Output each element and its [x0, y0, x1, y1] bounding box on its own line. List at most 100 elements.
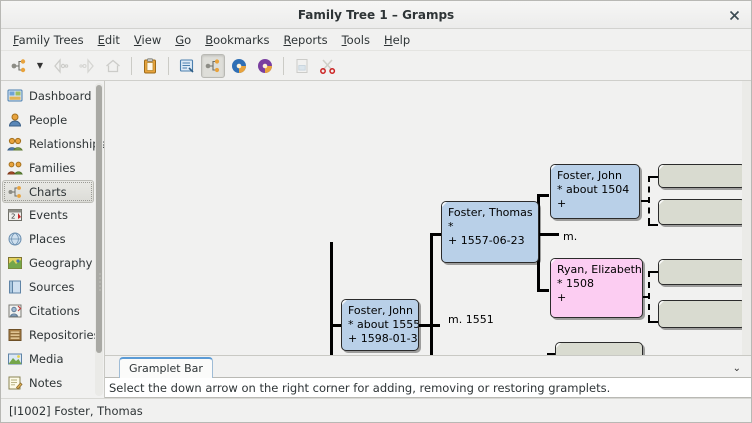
sidebar-item-citations[interactable]: Citations: [1, 299, 94, 323]
person-name: Foster, Thomas: [448, 206, 533, 219]
sidebar-item-sources[interactable]: Sources: [1, 275, 94, 299]
person-birth: * about 1504: [557, 183, 630, 196]
menu-reports-accel: R: [283, 32, 291, 47]
canvas-vertical-scrollbar[interactable]: [742, 81, 751, 355]
empty-node-1[interactable]: [658, 164, 746, 188]
places-icon: [7, 231, 23, 247]
sidebar-label-relationships: Relationships: [29, 137, 105, 151]
navigation-sidebar: Dashboard People Relationships: [1, 81, 105, 398]
menu-reports[interactable]: Reports: [283, 32, 328, 47]
sidebar-label-people: People: [29, 113, 68, 127]
empty-node-4[interactable]: [658, 300, 746, 328]
back-arrow-icon[interactable]: [49, 54, 73, 78]
descendant-chart-icon[interactable]: [201, 53, 225, 78]
person-death: + 1557-06-23: [448, 234, 525, 247]
sidebar-item-places[interactable]: Places: [1, 227, 94, 251]
sidebar-item-people[interactable]: People: [1, 108, 94, 132]
empty-node-3[interactable]: [658, 259, 746, 285]
connector-root-vertical: [330, 242, 333, 355]
sidebar-item-relationships[interactable]: Relationships: [1, 132, 104, 156]
dashed-connector-n4-top: [648, 176, 658, 178]
menu-tools[interactable]: Tools: [341, 32, 370, 47]
person-birth: *: [448, 220, 454, 233]
events-icon: 2: [7, 207, 23, 223]
dashed-connector-n5-bottom: [648, 321, 658, 323]
person-name: Foster, John: [348, 304, 413, 317]
window-title: Family Tree 1 – Gramps: [297, 7, 455, 22]
empty-node-2[interactable]: [658, 199, 746, 225]
person-birth: * 1508: [557, 277, 594, 290]
dashboard-icon: [7, 88, 23, 104]
dashed-connector-n5-top: [648, 271, 658, 273]
chevron-down-icon[interactable]: ▼: [36, 61, 44, 70]
sidebar-item-notes[interactable]: Notes: [1, 371, 94, 395]
connector-to-n4: [537, 194, 549, 197]
sidebar-item-dashboard[interactable]: Dashboard: [1, 84, 94, 108]
connector-n2-right: [539, 233, 559, 236]
connector-n1-right: [418, 324, 440, 327]
dashed-connector-n3-top: [547, 353, 555, 355]
gramplet-bar: Gramplet Bar ⌄ Select the down arrow on …: [105, 355, 751, 398]
connector-to-n2: [430, 233, 442, 236]
person-node-foster-john-2[interactable]: Foster, John * about 1504 +: [550, 164, 640, 219]
report-icon[interactable]: [290, 54, 314, 78]
person-node-foster-thomas[interactable]: Foster, Thomas * + 1557-06-23: [441, 201, 539, 263]
menu-bookmarks-accel: B: [205, 32, 214, 47]
toolbar-separator-1: [131, 56, 132, 75]
sidebar-label-media: Media: [29, 352, 64, 366]
menu-bar: Family Trees Edit View Go Bookmarks Repo…: [1, 29, 751, 51]
toolbar-separator-2: [168, 56, 169, 75]
chevron-down-icon[interactable]: ⌄: [732, 363, 741, 374]
sidebar-label-repositories: Repositories: [29, 328, 100, 342]
main-body: Dashboard People Relationships: [1, 81, 751, 398]
sidebar-item-media[interactable]: Media: [1, 347, 94, 371]
empty-node-5[interactable]: [555, 342, 643, 355]
charts-icon: [7, 184, 23, 200]
person-death: + 1598-01-31: [348, 332, 419, 345]
dashed-connector-n4-bottom: [648, 224, 658, 226]
repositories-icon: [7, 327, 23, 343]
sidebar-label-events: Events: [29, 208, 68, 222]
fan-chart-purple-icon[interactable]: [253, 54, 277, 78]
menu-go[interactable]: Go: [175, 32, 192, 47]
citations-icon: [7, 303, 23, 319]
sidebar-item-events[interactable]: 2 Events: [1, 203, 94, 227]
marriage-label-2: m.: [563, 230, 578, 243]
tab-gramplet-bar[interactable]: Gramplet Bar: [119, 357, 213, 378]
tool-bar: ▼: [1, 51, 751, 81]
connector-to-n5: [537, 289, 549, 292]
sidebar-item-repositories[interactable]: Repositories: [1, 323, 100, 347]
person-death: +: [557, 291, 567, 304]
sidebar-label-charts: Charts: [29, 184, 67, 199]
pane-resize-grip[interactable]: [98, 271, 103, 297]
sidebar-item-families[interactable]: Families: [1, 156, 94, 180]
home-icon[interactable]: [101, 54, 125, 78]
dashed-connector-n4-stem: [641, 200, 650, 202]
close-icon[interactable]: [725, 6, 743, 24]
sidebar-item-charts[interactable]: Charts: [2, 180, 94, 203]
title-bar: Family Tree 1 – Gramps: [1, 1, 751, 29]
fan-chart-blue-icon[interactable]: [227, 54, 251, 78]
menu-help[interactable]: Help: [383, 32, 411, 47]
menu-bookmarks[interactable]: Bookmarks: [205, 32, 270, 47]
family-tree-canvas[interactable]: Foster, John * about 1555 + 1598-01-31 F…: [105, 81, 751, 355]
configure-view-icon[interactable]: [175, 54, 199, 78]
people-icon: [7, 112, 23, 128]
sidebar-scrollbar-thumb[interactable]: [96, 85, 102, 353]
person-node-foster-john-1[interactable]: Foster, John * about 1555 + 1598-01-31: [341, 299, 419, 351]
chart-panel: Foster, John * about 1555 + 1598-01-31 F…: [105, 81, 751, 398]
clipboard-icon[interactable]: [138, 54, 162, 78]
sidebar-item-geography[interactable]: Geography: [1, 251, 94, 275]
scissors-icon[interactable]: [316, 54, 340, 78]
person-birth: * about 1555: [348, 318, 419, 331]
menu-family-trees[interactable]: Family Trees: [6, 31, 91, 49]
menu-edit[interactable]: Edit: [97, 32, 120, 47]
menu-view[interactable]: View: [133, 32, 162, 47]
person-name: Ryan, Elizabeth: [557, 263, 642, 276]
sidebar-label-families: Families: [29, 161, 76, 175]
person-chart-icon[interactable]: [7, 54, 31, 78]
sidebar-scrollbar[interactable]: [95, 83, 103, 396]
forward-arrow-icon[interactable]: [75, 54, 99, 78]
person-node-ryan-elizabeth[interactable]: Ryan, Elizabeth * 1508 +: [550, 258, 643, 318]
